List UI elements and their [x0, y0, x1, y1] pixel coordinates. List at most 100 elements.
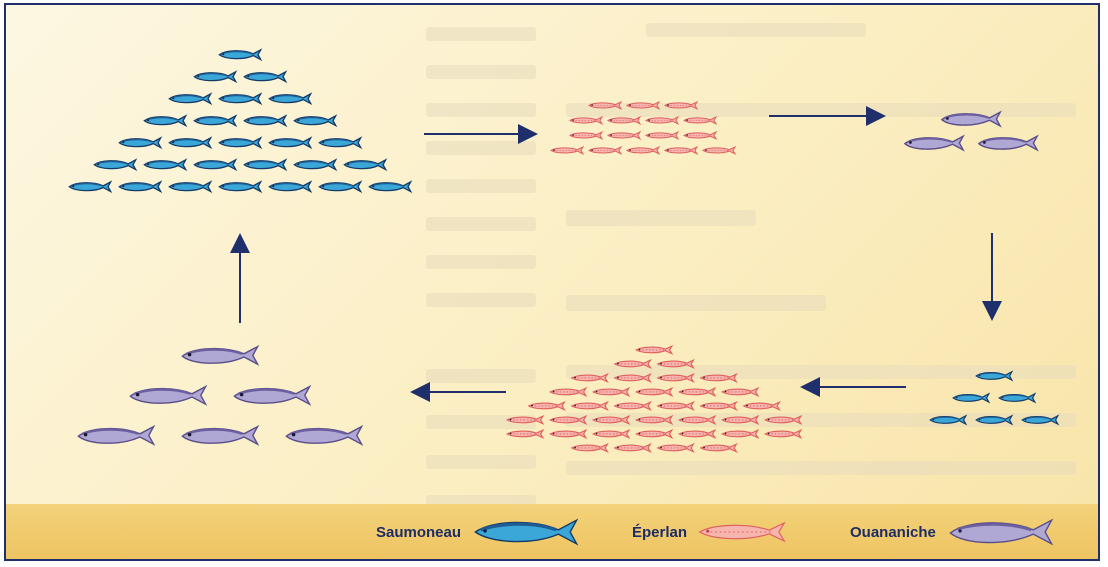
fish-icon	[615, 402, 651, 410]
fish-icon	[169, 94, 210, 104]
saumoneau-fish-icon	[471, 518, 581, 546]
fish-icon	[219, 138, 260, 148]
fish-icon	[144, 116, 185, 126]
fish-icon	[593, 416, 629, 424]
food-web-cycle-diagram	[6, 5, 1100, 508]
fish-icon	[658, 402, 694, 410]
legend-band: Saumoneau Éperlan Ouananiche	[6, 504, 1098, 559]
fish-icon	[94, 160, 135, 170]
fish-icon	[722, 430, 758, 438]
fish-icon	[999, 394, 1035, 402]
fish-group-saumoneaux-peu-nombreux	[930, 372, 1058, 424]
fish-icon	[507, 430, 543, 438]
fish-icon	[69, 182, 110, 192]
fish-icon	[589, 102, 621, 109]
fish-icon	[636, 346, 672, 354]
fish-group-ouananiches-abondantes	[78, 347, 361, 445]
fish-icon	[658, 360, 694, 368]
fish-icon	[194, 116, 235, 126]
fish-icon	[219, 182, 260, 192]
fish-icon	[627, 102, 659, 109]
diagram-frame: Saumoneau Éperlan Ouananiche	[4, 3, 1100, 561]
fish-icon	[234, 387, 309, 405]
legend-item-ouananiche: Ouananiche	[850, 518, 1056, 546]
fish-icon	[765, 430, 801, 438]
fish-icon	[319, 182, 360, 192]
fish-icon	[646, 132, 678, 139]
fish-icon	[169, 182, 210, 192]
fish-icon	[507, 416, 543, 424]
fish-icon	[701, 402, 737, 410]
fish-icon	[765, 416, 801, 424]
fish-icon	[684, 117, 716, 124]
fish-icon	[119, 138, 160, 148]
fish-icon	[658, 444, 694, 452]
fish-icon	[701, 444, 737, 452]
fish-icon	[905, 136, 963, 150]
fish-icon	[679, 388, 715, 396]
fish-icon	[169, 138, 210, 148]
fish-icon	[570, 117, 602, 124]
fish-icon	[665, 102, 697, 109]
fish-icon	[182, 427, 257, 445]
fish-icon	[219, 50, 260, 60]
fish-icon	[701, 374, 737, 382]
fish-icon	[589, 147, 621, 154]
fish-icon	[636, 430, 672, 438]
fish-icon	[976, 416, 1012, 424]
fish-icon	[182, 347, 257, 365]
fish-icon	[570, 132, 602, 139]
fish-icon	[608, 132, 640, 139]
fish-icon	[703, 147, 735, 154]
fish-icon	[615, 360, 651, 368]
fish-group-eperlans-abondants	[507, 346, 801, 452]
fish-icon	[550, 430, 586, 438]
fish-icon	[294, 116, 335, 126]
fish-icon	[979, 136, 1037, 150]
fish-icon	[684, 132, 716, 139]
fish-icon	[550, 416, 586, 424]
legend-label-eperlan: Éperlan	[632, 524, 687, 541]
fish-icon	[646, 117, 678, 124]
fish-icon	[593, 388, 629, 396]
fish-icon	[572, 402, 608, 410]
fish-icon	[319, 138, 360, 148]
fish-icon	[219, 94, 260, 104]
fish-icon	[636, 388, 672, 396]
fish-icon	[344, 160, 385, 170]
fish-icon	[144, 160, 185, 170]
fish-icon	[593, 430, 629, 438]
fish-icon	[953, 394, 989, 402]
fish-icon	[244, 72, 285, 82]
fish-icon	[722, 416, 758, 424]
fish-icon	[244, 160, 285, 170]
fish-icon	[551, 147, 583, 154]
legend-label-saumoneau: Saumoneau	[376, 524, 461, 541]
fish-icon	[572, 444, 608, 452]
ouananiche-fish-icon	[946, 518, 1056, 546]
fish-icon	[194, 160, 235, 170]
cycle-arrows	[240, 116, 992, 392]
fish-icon	[744, 402, 780, 410]
fish-icon	[294, 160, 335, 170]
fish-icon	[679, 430, 715, 438]
fish-icon	[78, 427, 153, 445]
fish-icon	[130, 387, 205, 405]
fish-icon	[615, 374, 651, 382]
fish-icon	[608, 117, 640, 124]
fish-group-eperlans-peu-nombreux	[551, 102, 735, 154]
fish-icon	[942, 112, 1000, 126]
fish-icon	[572, 374, 608, 382]
fish-icon	[369, 182, 410, 192]
fish-icon	[615, 444, 651, 452]
fish-icon	[269, 138, 310, 148]
fish-icon	[1022, 416, 1058, 424]
fish-icon	[930, 416, 966, 424]
fish-icon	[679, 416, 715, 424]
fish-icon	[194, 72, 235, 82]
eperlan-fish-icon	[697, 518, 787, 546]
legend-label-ouananiche: Ouananiche	[850, 524, 936, 541]
fish-icon	[627, 147, 659, 154]
fish-icon	[269, 94, 310, 104]
fish-icon	[665, 147, 697, 154]
